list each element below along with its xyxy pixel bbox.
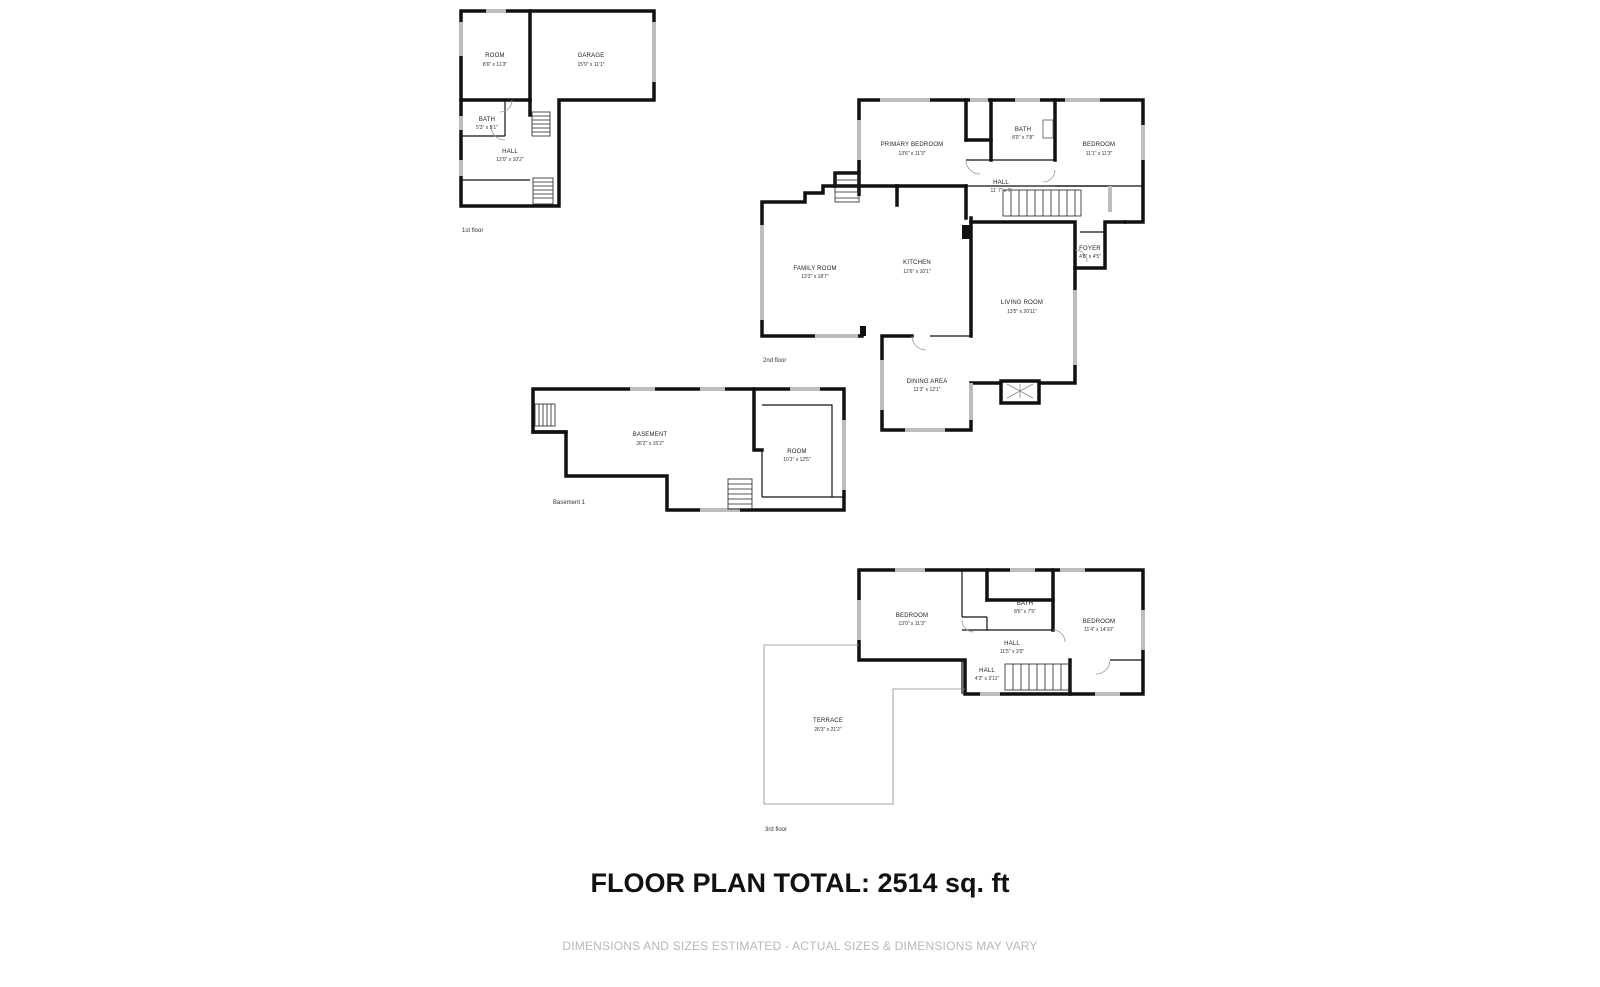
hall-dimensions: 12'0" x 10'2" bbox=[496, 157, 524, 163]
third-floor-label: 3rd floor bbox=[765, 827, 787, 833]
bath-name: BATH bbox=[479, 117, 495, 123]
first-floor-label: 1st floor bbox=[462, 228, 483, 234]
basement-stairs-bottom bbox=[727, 478, 753, 510]
third-floor-stairs bbox=[1004, 663, 1072, 691]
dining-area-dimensions: 11'3" x 12'1" bbox=[913, 387, 940, 393]
hall-upper-name: HALL bbox=[1004, 641, 1020, 647]
basement-dimensions: 26'2" x 15'2" bbox=[636, 441, 664, 447]
primary-bedroom-dimensions: 13'6" x 11'3" bbox=[898, 151, 925, 157]
bath-dimensions: 5'3" x 5'1" bbox=[476, 125, 498, 131]
bath-name: BATH bbox=[1015, 127, 1031, 133]
bath-dimensions: 8'0" x 7'8" bbox=[1012, 135, 1034, 141]
basement-name: BASEMENT bbox=[633, 432, 668, 438]
bedroom-dimensions: 11'1" x 11'3" bbox=[1086, 151, 1113, 157]
first-floor-stairs-upper bbox=[531, 111, 551, 137]
terrace-name: TERRACE bbox=[813, 718, 843, 724]
second-floor-stairs-hall bbox=[1002, 189, 1082, 217]
room-dimensions: 8'6" x 11'3" bbox=[483, 62, 507, 68]
basement-room-dimensions: 10'1" x 12'5" bbox=[783, 457, 811, 463]
dimensions-disclaimer: DIMENSIONS AND SIZES ESTIMATED - ACTUAL … bbox=[562, 939, 1038, 953]
foyer-name: FOYER bbox=[1079, 246, 1101, 252]
fireplace-hatch bbox=[1006, 383, 1034, 399]
dining-area-name: DINING AREA bbox=[907, 379, 948, 385]
basement-floor: BASEMENT 26'2" x 15'2" ROOM 10'1" x 12'5… bbox=[531, 387, 846, 512]
garage-name: GARAGE bbox=[578, 53, 605, 59]
hall-name: HALL bbox=[502, 149, 518, 155]
terrace-dimensions: 26'3" x 21'2" bbox=[814, 727, 842, 733]
floor-plan-total: FLOOR PLAN TOTAL: 2514 sq. ft bbox=[590, 868, 1010, 898]
living-room-dimensions: 13'5" x 20'11" bbox=[1007, 309, 1037, 315]
bath-name: BATH bbox=[1017, 601, 1033, 607]
hall-lower-dimensions: 4'3" x 3'11" bbox=[975, 676, 999, 682]
garage-dimensions: 15'9" x 11'1" bbox=[577, 62, 604, 68]
first-floor-stairs-lower bbox=[532, 177, 554, 205]
family-room-dimensions: 13'3" x 18'7" bbox=[801, 274, 829, 280]
primary-bedroom-name: PRIMARY BEDROOM bbox=[881, 142, 944, 148]
hall-lower-name: HALL bbox=[979, 668, 995, 674]
bedroom-right-name: BEDROOM bbox=[1083, 619, 1115, 625]
first-floor: ROOM 8'6" x 11'3" GARAGE 15'9" x 11'1" B… bbox=[459, 9, 656, 234]
foyer-dimensions: 4'8" x 4'5" bbox=[1079, 254, 1101, 260]
basement-label: Basement 1 bbox=[553, 500, 586, 506]
bath-dimensions: 8'6" x 7'5" bbox=[1014, 609, 1036, 615]
third-floor: BEDROOM 13'0" x 11'3" BATH 8'6" x 7'5" B… bbox=[763, 568, 1145, 833]
bedroom-left-dimensions: 13'0" x 11'3" bbox=[898, 621, 925, 627]
hall-dimensions: 11' 7" x 7' bbox=[990, 188, 1011, 194]
basement-room-name: ROOM bbox=[787, 449, 806, 455]
basement-stairs-left bbox=[534, 403, 556, 427]
second-floor: PRIMARY BEDROOM 13'6" x 11'3" BATH 8'0" … bbox=[760, 98, 1145, 432]
family-room-name: FAMILY ROOM bbox=[793, 266, 836, 272]
bedroom-left-name: BEDROOM bbox=[896, 613, 928, 619]
second-floor-stairs-top bbox=[834, 173, 860, 203]
room-name: ROOM bbox=[485, 53, 504, 59]
living-room-name: LIVING ROOM bbox=[1001, 300, 1043, 306]
kitchen-name: KITCHEN bbox=[903, 260, 931, 266]
bedroom-right-dimensions: 11'4" x 14'10" bbox=[1084, 627, 1114, 633]
hall-name: HALL bbox=[993, 180, 1009, 186]
bedroom-name: BEDROOM bbox=[1083, 142, 1115, 148]
hall-upper-dimensions: 11'5" x 3'0" bbox=[1000, 649, 1024, 655]
kitchen-dimensions: 12'6" x 10'1" bbox=[903, 269, 931, 275]
second-floor-label: 2nd floor bbox=[763, 358, 786, 364]
